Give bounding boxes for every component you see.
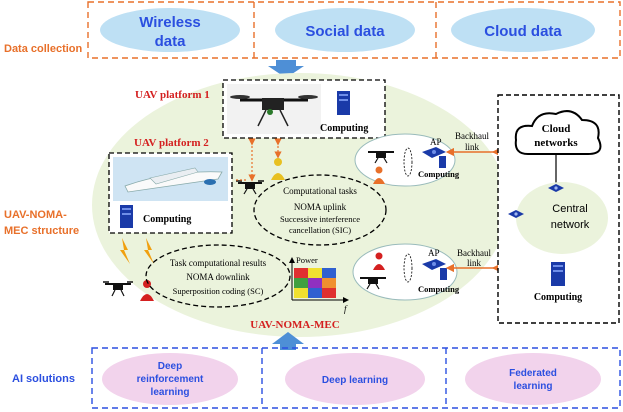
user-icon: [271, 158, 285, 180]
label-structure-line1: UAV-NOMA-: [4, 209, 67, 221]
core-computing-label: Computing: [534, 292, 582, 303]
router-icon: [548, 184, 564, 192]
signal-ellipse: [403, 147, 413, 177]
drl-bubble: [102, 353, 238, 405]
fixed-wing-uav-icon: [124, 167, 223, 193]
downlink-line2: NOMA downlink: [186, 272, 250, 282]
user-icon: [373, 252, 385, 270]
backhaul-upper-line2: link: [465, 142, 480, 152]
dl-label: Deep learning: [322, 375, 388, 386]
server-icon: [120, 205, 133, 228]
cloud-networks-line2: networks: [534, 137, 578, 149]
ai-solutions-frame: [91, 347, 621, 409]
data-collection-frame: [87, 1, 621, 59]
backhaul-lower-line1: Backhaul: [457, 248, 491, 258]
ai-up-arrow: [272, 332, 304, 350]
central-network-line2: network: [551, 219, 590, 231]
lightning-bolt-icon: [144, 238, 154, 264]
uplink-line4: cancellation (SIC): [289, 225, 351, 235]
frequency-axis-label: f: [344, 304, 348, 314]
lightning-bolt-icon: [120, 238, 130, 264]
label-data-collection: Data collection: [4, 43, 83, 55]
server-icon: [337, 91, 350, 115]
label-uav-platform-2: UAV platform 2: [134, 137, 209, 149]
uav2-computing-label: Computing: [143, 214, 191, 225]
signal-ellipse: [403, 253, 413, 283]
lower-ap-label: AP: [428, 248, 440, 258]
router-icon: [508, 210, 524, 218]
drone-icon: [103, 281, 133, 297]
drl-line1: Deep: [158, 361, 182, 372]
upper-ap-computing-label: Computing: [418, 169, 460, 179]
power-frequency-grid: [289, 257, 349, 303]
social-data-label: Social data: [305, 23, 385, 40]
downlink-line1: Task computational results: [170, 258, 267, 268]
drl-line2: reinforcement: [137, 374, 204, 385]
cloud-icon: [514, 110, 602, 155]
uav1-computing-label: Computing: [320, 123, 368, 134]
server-icon: [440, 268, 447, 280]
social-data-bubble: [275, 8, 415, 52]
fl-line2: learning: [514, 381, 553, 392]
upper-ap-label: AP: [430, 137, 442, 147]
octocopter-icon: [230, 95, 318, 127]
server-icon: [439, 156, 446, 168]
dl-bubble: [285, 353, 425, 405]
wireless-data-line2: data: [155, 33, 187, 50]
uplink-line3: Successive interference: [280, 214, 360, 224]
backhaul-upper-line1: Backhaul: [455, 131, 489, 141]
lower-ap-computing-label: Computing: [418, 284, 460, 294]
backhaul-lower-line2: link: [467, 258, 482, 268]
uplink-line2: NOMA uplink: [294, 202, 347, 212]
access-point-icon: [422, 147, 446, 158]
cloud-data-label: Cloud data: [484, 23, 562, 40]
fl-bubble: [465, 353, 601, 405]
central-network-ellipse: [516, 182, 608, 254]
wireless-data-bubble: [100, 8, 240, 52]
noma-uplink-ellipse: [253, 174, 387, 246]
access-point-icon: [422, 259, 446, 270]
central-network-line1: Central: [552, 203, 587, 215]
label-ai-solutions: AI solutions: [12, 373, 75, 385]
downlink-line3: Superposition coding (SC): [173, 286, 264, 296]
cloud-networks-line1: Cloud: [542, 123, 571, 135]
drone-icon: [368, 151, 394, 164]
data-collection-down-arrow: [268, 60, 304, 78]
drl-line3: learning: [151, 387, 190, 398]
label-uav-platform-1: UAV platform 1: [135, 89, 210, 101]
user-icon: [140, 280, 154, 301]
server-icon: [551, 262, 565, 286]
user-icon: [373, 166, 385, 184]
uplink-line1: Computational tasks: [283, 186, 357, 196]
drone-icon: [236, 180, 264, 195]
power-axis-label: Power: [296, 255, 318, 265]
fl-line1: Federated: [509, 368, 557, 379]
cloud-data-bubble: [451, 8, 595, 52]
label-structure-line2: MEC structure: [4, 225, 79, 237]
wireless-data-line1: Wireless: [139, 14, 201, 31]
uav-noma-mec-label: UAV-NOMA-MEC: [250, 319, 339, 331]
drone-icon: [360, 277, 386, 290]
noma-downlink-ellipse: [145, 244, 291, 308]
